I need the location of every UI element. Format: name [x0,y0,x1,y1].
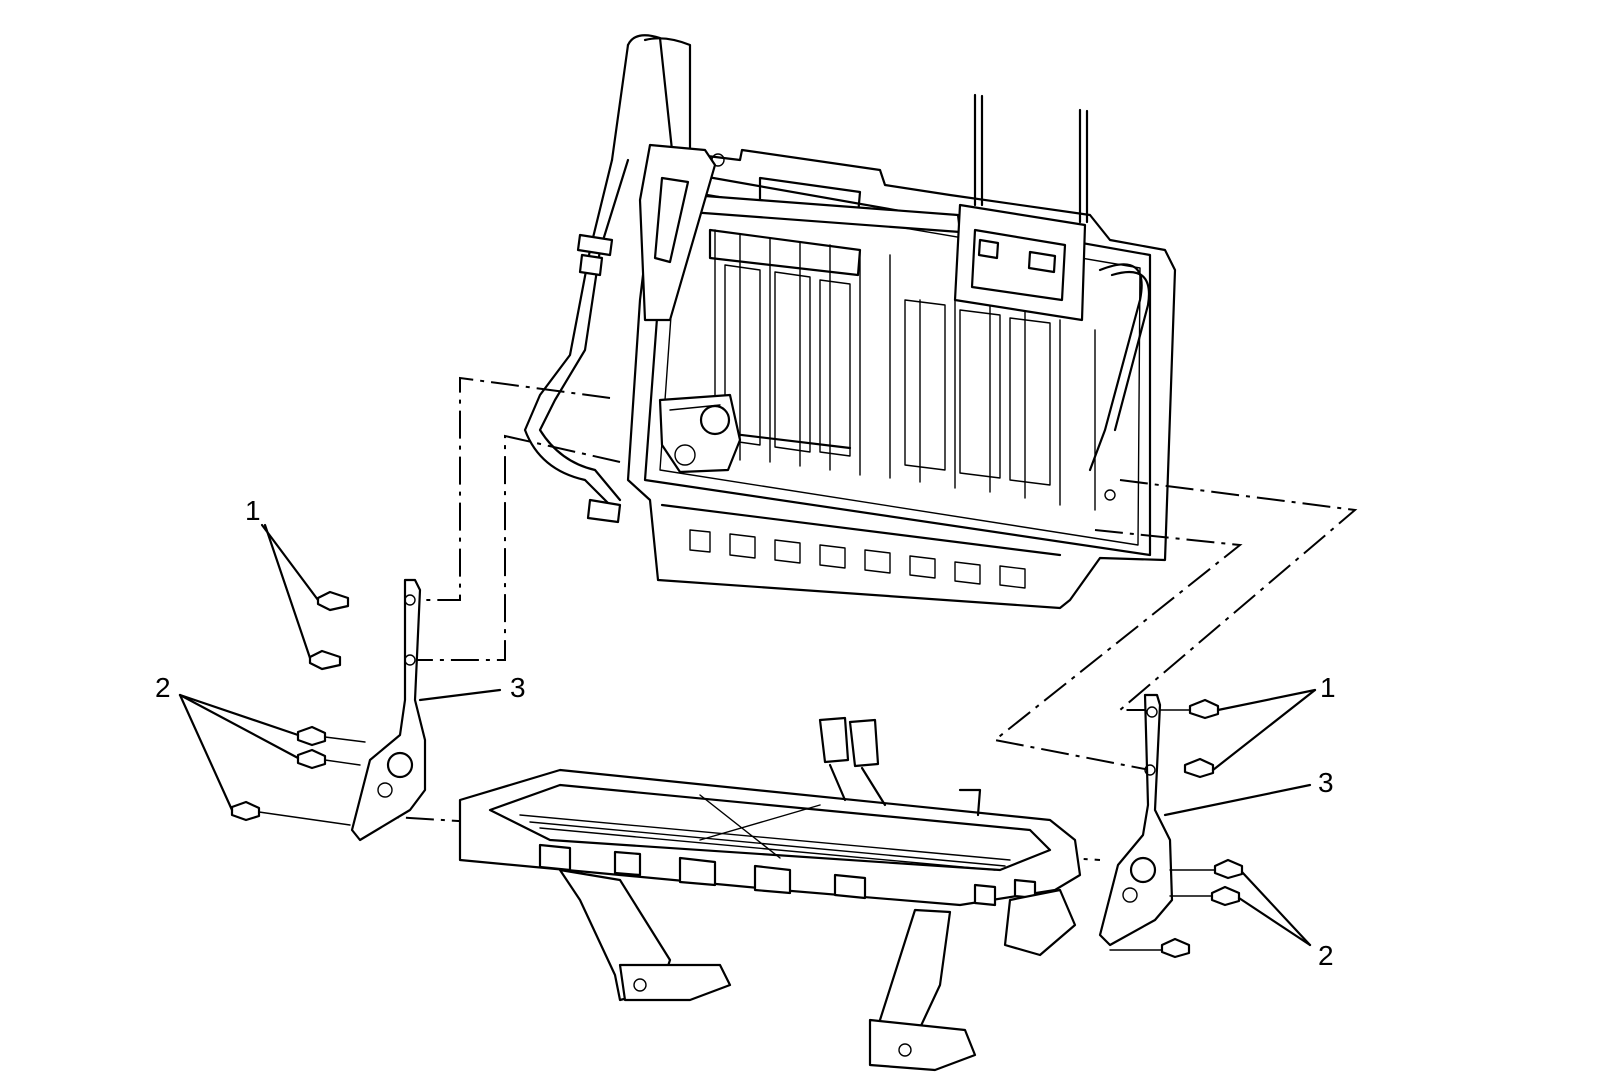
left-hinge-leader [418,688,502,702]
right-hinge-leader [1163,783,1312,817]
seat-cushion-frame [458,716,1082,1072]
callout-right-hinge: 3 [1318,767,1334,798]
callout-left-hinge: 3 [510,672,526,703]
seat-back-frame [626,93,1177,610]
callout-left-bolts-upper: 1 [245,495,261,526]
seat-belt [523,34,717,524]
left-hinge [350,578,427,842]
callout-left-bolts-lower: 2 [155,672,171,703]
right-upper-bolts [1159,688,1317,779]
left-upper-bolts [260,523,350,671]
left-lower-bolts [178,693,366,826]
callout-right-bolts-lower: 2 [1318,940,1334,971]
callout-right-bolts-upper: 1 [1320,672,1336,703]
retractor [658,393,742,474]
right-lower-bolts [1109,858,1312,959]
right-hinge [1098,693,1174,947]
